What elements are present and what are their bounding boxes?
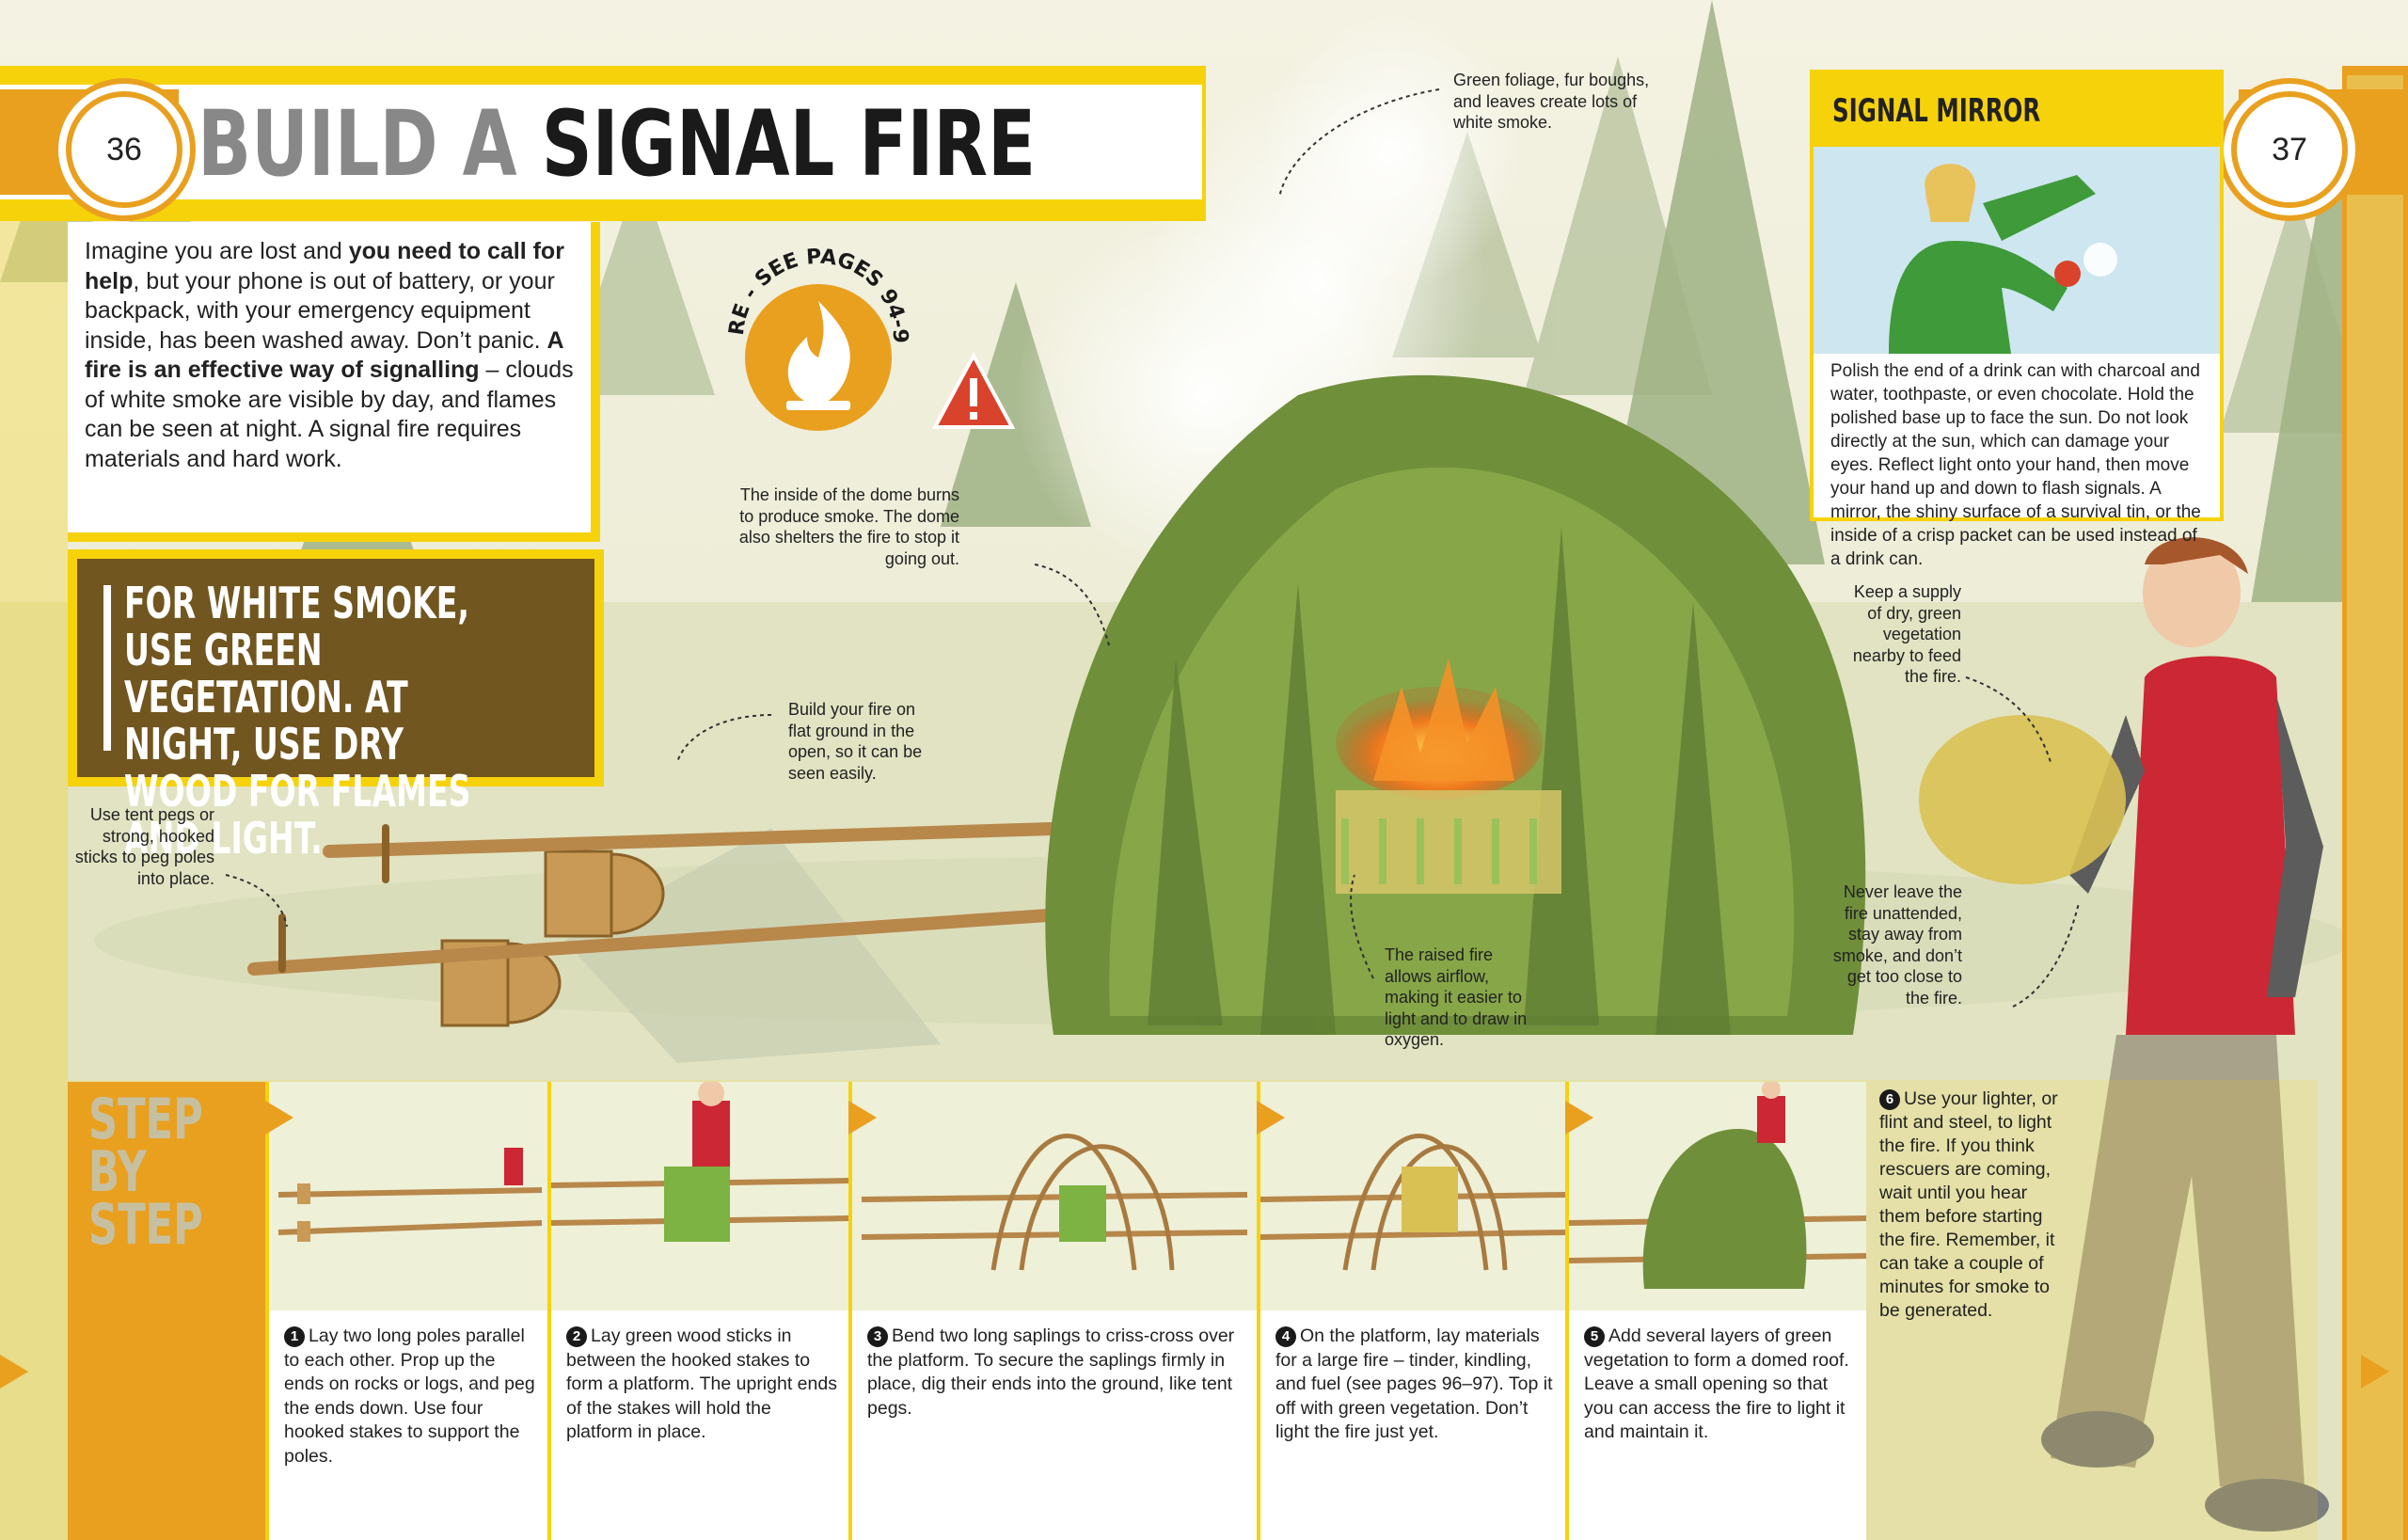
step-description-6: Use your lighter, or flint and steel, to… [1879,1088,2058,1321]
flame-icon [786,301,850,410]
step-illustration-4 [1259,1082,1566,1310]
edge-arrow-left [0,1355,28,1389]
step-arrow-5 [1565,1101,1593,1135]
page-title: BUILD A SIGNAL FIRE [198,92,1036,196]
callout-tent-pegs: Use tent pegs or strong, hooked sticks t… [74,805,214,888]
step-image-4 [1259,1082,1566,1310]
title-inner [0,85,1202,199]
quote-bar [103,585,111,751]
step-image-5 [1568,1080,1867,1310]
callout-raised-fire: The raised fire allows airflow, making i… [1385,945,1528,1049]
step-label-line-3: STEP [88,1192,203,1258]
step-description-5: Add several layers of green vegetation t… [1584,1326,1849,1442]
step-illustration-5 [1568,1080,1867,1310]
step-label-line-2: BY [88,1139,147,1205]
step-image-1 [269,1082,547,1310]
step-number-2: 2 [566,1326,587,1347]
intro-paragraph: Imagine you are lost and you need to cal… [68,222,600,542]
intro-text-1: Imagine you are lost and [85,238,349,264]
fire-cross-reference-badge: FIRE - SEE PAGES 94-97 [705,226,911,431]
step-description-1: Lay two long poles parallel to each othe… [284,1326,535,1467]
signal-mirror-illustration [1814,147,2220,354]
tip-quote-box: FOR WHITE SMOKE, USE GREEN VEGETATION. A… [68,549,604,862]
intro-text-3: – clouds of white smoke are visible by d… [85,357,574,472]
tip-quote-inner: FOR WHITE SMOKE, USE GREEN VEGETATION. A… [77,559,594,862]
step-illustration-1 [269,1082,547,1310]
step-illustration-2 [550,1080,849,1310]
page-title-part2: SIGNAL FIRE [541,91,1037,197]
step-description-3: Bend two long saplings to criss-cross ov… [867,1326,1235,1419]
callout-never-leave: Never leave the fire unattended, stay aw… [1832,882,1962,1008]
intro-bold-1: you need to call for help [85,238,564,294]
signal-mirror-title: SIGNAL MIRROR [1832,92,2041,130]
warning-icon [931,352,1016,429]
step-number-6: 6 [1879,1089,1900,1110]
tip-quote-text: FOR WHITE SMOKE, USE GREEN VEGETATION. A… [124,578,471,864]
callout-supply: Keep a supply of dry, green vegetation n… [1852,582,1961,686]
intro-bold-2: A fire is an effective way of signalling [85,326,563,384]
step-number-3: 3 [867,1326,888,1347]
step-description-4: On the platform, lay materials for a lar… [1275,1326,1553,1442]
step-arrow-4 [1257,1101,1285,1135]
callout-flat-ground: Build your fire on flat ground in the op… [788,700,923,783]
page-number-left: 36 [66,91,182,208]
signal-mirror-panel: SIGNAL MIRROR Polish the end of a drink … [1810,70,2224,569]
step-image-2 [550,1080,849,1310]
callout-foliage: Green foliage, fur boughs, and leaves cr… [1453,71,1650,132]
step-arrow-1 [265,1101,293,1135]
step-by-step-label-bg [68,1082,265,1540]
step-image-3 [852,1082,1257,1310]
step-number-4: 4 [1275,1326,1296,1347]
callout-dome: The inside of the dome burns to produce … [738,485,959,568]
step-description-2: Lay green wood sticks in between the hoo… [566,1326,837,1442]
edge-arrow-right [2361,1355,2389,1389]
signal-mirror-image [1814,147,2220,354]
step-by-step-label: STEP BY STEP [88,1087,203,1258]
page-number-right: 37 [2231,91,2348,208]
signal-mirror-header [1814,73,2220,147]
step-illustration-3 [852,1082,1257,1310]
step-number-5: 5 [1584,1326,1605,1347]
intro-text-2: , but your phone is out of battery, or y… [85,267,555,354]
step-label-line-1: STEP [88,1087,203,1152]
signal-mirror-text: Polish the end of a drink can with charc… [1830,361,2201,569]
step-number-1: 1 [284,1326,305,1347]
page-title-part1: BUILD A [198,91,517,197]
step-arrow-3 [848,1101,877,1135]
